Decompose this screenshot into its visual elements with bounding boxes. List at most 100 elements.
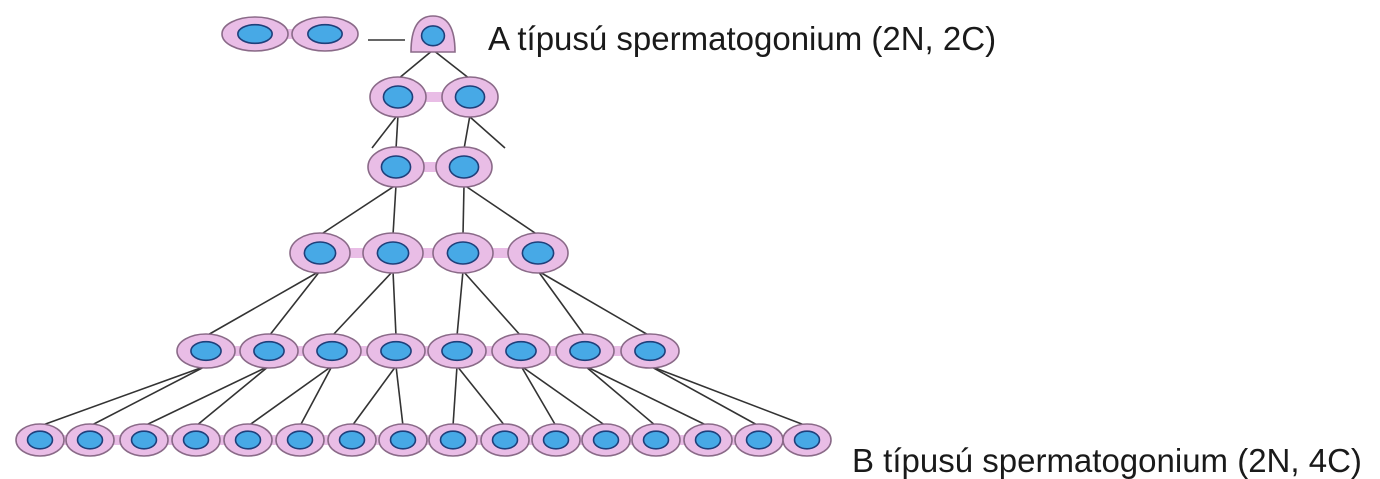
intercellular-bridge <box>314 435 338 445</box>
nucleus <box>338 430 366 450</box>
intercellular-bridge <box>275 29 305 39</box>
lineage-line <box>395 365 404 427</box>
lineage-line <box>331 270 394 337</box>
type-b-spermatogonium-label: B típusú spermatogonium (2N, 4C) <box>852 442 1362 479</box>
lineage-line <box>520 365 607 427</box>
nucleus <box>380 155 412 179</box>
nucleus <box>446 241 480 265</box>
intercellular-bridge <box>158 435 182 445</box>
type-b-cell <box>428 423 478 457</box>
intercellular-bridge <box>570 435 592 445</box>
nucleus <box>542 430 570 450</box>
intercellular-bridge <box>602 346 633 356</box>
nucleus <box>420 25 446 47</box>
lineage-line <box>463 184 539 236</box>
intercellular-bridge <box>414 92 454 102</box>
lineage-line <box>319 184 397 236</box>
lineage-line <box>397 49 434 80</box>
nucleus <box>439 430 467 450</box>
lineage-line <box>584 365 709 427</box>
lineage-line <box>469 116 506 149</box>
spermatogonium-cell <box>302 333 362 369</box>
nucleus <box>448 155 480 179</box>
lineage-line <box>247 365 333 427</box>
intercellular-bridge <box>262 435 286 445</box>
type-a-cell <box>221 16 289 52</box>
type-b-cell <box>782 423 832 457</box>
intercellular-bridge <box>338 248 375 258</box>
nucleus <box>569 340 601 362</box>
spermatogonium-cell <box>367 146 425 188</box>
lineage-line <box>351 365 397 427</box>
nucleus <box>380 340 412 362</box>
nucleus <box>694 430 722 450</box>
lineage-line <box>371 116 397 149</box>
type-b-cell <box>480 423 530 457</box>
type-b-cell <box>734 423 784 457</box>
lineage-line <box>432 49 471 80</box>
intercellular-bridge <box>417 435 439 445</box>
spermatogonium-cell <box>239 333 299 369</box>
intercellular-bridge <box>467 435 491 445</box>
intercellular-bridge <box>54 435 76 445</box>
spermatogonium-cell <box>620 333 680 369</box>
lineage-line <box>392 184 397 236</box>
lineage-line <box>649 365 808 427</box>
nucleus <box>316 340 348 362</box>
lineage-line <box>584 365 657 427</box>
type-b-cell <box>119 423 169 457</box>
spermatogonium-cell <box>432 232 494 274</box>
lineage-line <box>520 365 557 427</box>
intercellular-bridge <box>210 435 234 445</box>
spermatogonium-cell <box>427 333 487 369</box>
type-a-cell <box>291 16 359 52</box>
lineage-line <box>395 114 399 150</box>
spermatogonium-cell <box>362 232 424 274</box>
spermatogonium-cell <box>435 146 493 188</box>
type-b-cell <box>171 423 221 457</box>
spermatogonium-cell <box>369 76 427 118</box>
type-b-cell <box>378 423 428 457</box>
intercellular-bridge <box>104 435 130 445</box>
lineage-line <box>462 270 522 337</box>
nucleus <box>286 430 314 450</box>
nucleus <box>26 430 54 450</box>
intercellular-bridge <box>412 162 448 172</box>
nucleus <box>441 340 473 362</box>
spermatogonium-cell <box>366 333 426 369</box>
lineage-line <box>537 270 651 337</box>
nucleus <box>307 23 343 45</box>
intercellular-bridge <box>620 435 642 445</box>
intercellular-bridge <box>722 435 745 445</box>
intercellular-bridge <box>670 435 694 445</box>
type-b-cell <box>15 423 65 457</box>
lineage-line <box>268 270 321 337</box>
nucleus <box>182 430 210 450</box>
lineage-line <box>452 365 458 427</box>
intercellular-bridge <box>223 346 252 356</box>
type-b-cell <box>327 423 377 457</box>
type-b-cell <box>531 423 581 457</box>
intercellular-bridge <box>474 346 504 356</box>
nucleus <box>76 430 104 450</box>
lineage-line <box>462 184 465 236</box>
spermatogonium-cell <box>491 333 551 369</box>
nucleus <box>382 85 414 109</box>
nucleus <box>634 340 666 362</box>
nucleus <box>505 340 537 362</box>
lineage-line <box>205 270 321 337</box>
intercellular-bridge <box>481 248 520 258</box>
nucleus <box>454 85 486 109</box>
type-b-cell <box>65 423 115 457</box>
type-a-cell <box>410 15 456 53</box>
spermatogonium-cell <box>507 232 569 274</box>
nucleus <box>253 340 285 362</box>
intercellular-bridge <box>349 346 379 356</box>
intercellular-bridge <box>411 248 445 258</box>
intercellular-bridge <box>366 435 389 445</box>
type-b-cell <box>223 423 273 457</box>
nucleus <box>491 430 519 450</box>
lineage-line <box>392 270 397 337</box>
spermatogonium-cell <box>441 76 499 118</box>
spermatogonium-cell <box>289 232 351 274</box>
